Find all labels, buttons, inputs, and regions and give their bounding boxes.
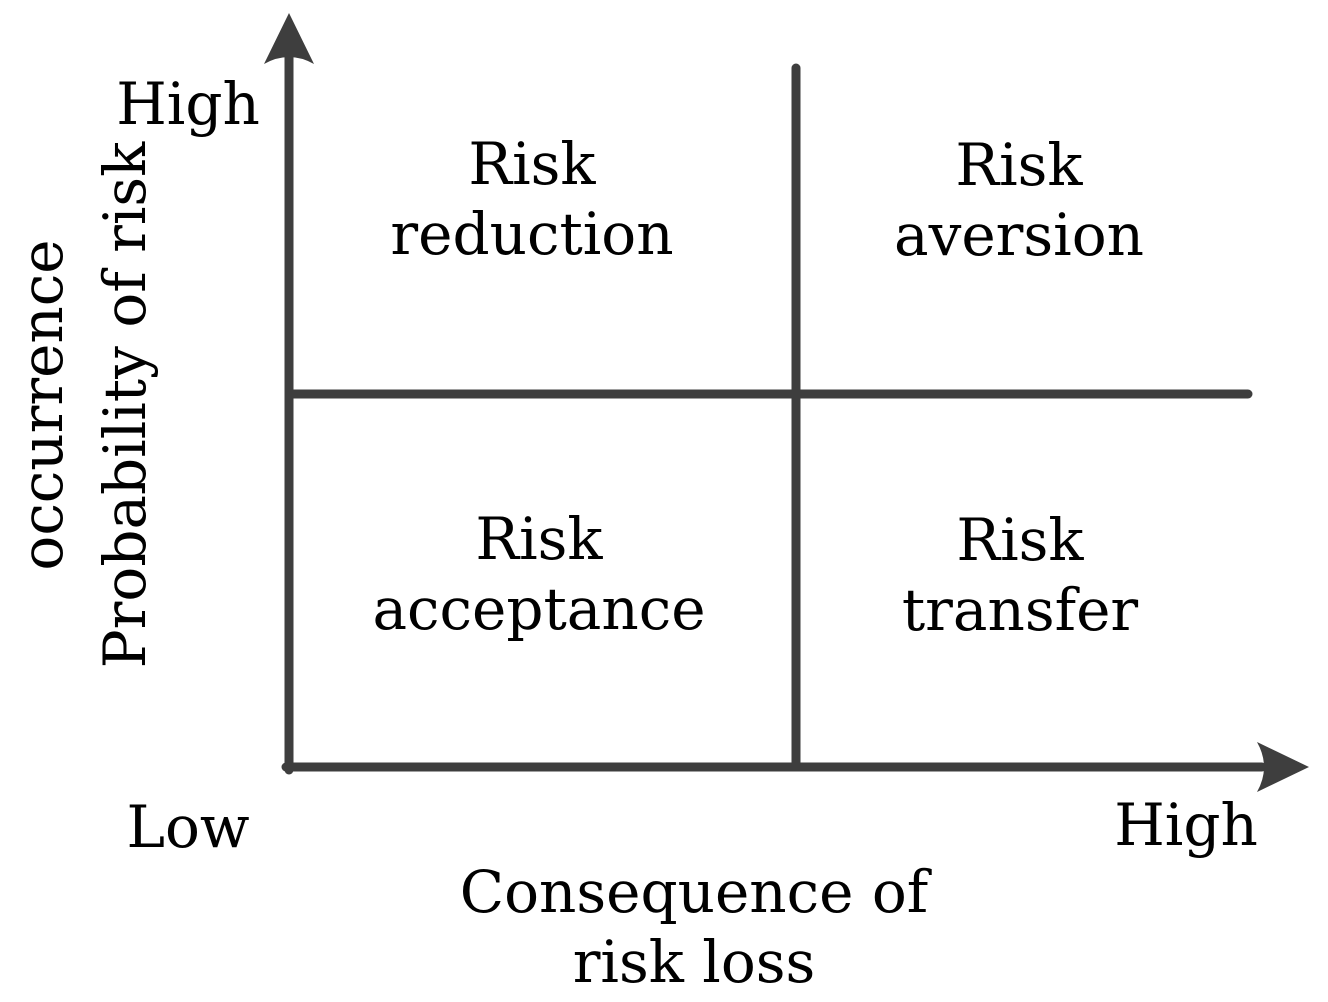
y-axis-arrowhead [264,13,314,64]
x-axis-title-line2: risk loss [572,928,816,996]
quadrant-bottom-left-line1: Risk [475,505,603,573]
y-axis-high-label: High [116,70,260,138]
quadrant-top-left-line2: reduction [390,200,674,268]
y-axis-title-line2: occurrence [8,239,76,571]
quadrant-top-right-line2: aversion [894,201,1144,269]
quadrant-top-left-label: Risk reduction [282,129,782,269]
quadrant-top-right-line1: Risk [955,131,1083,199]
y-axis-title-line1: Probability of risk [91,141,159,669]
x-axis-low-label: Low [126,793,250,861]
quadrant-bottom-right-line1: Risk [956,506,1084,574]
x-axis-title: Consequence of risk loss [444,857,944,997]
quadrant-bottom-right-line2: transfer [901,576,1139,644]
quadrant-bottom-left-line2: acceptance [372,575,706,643]
quadrant-bottom-right-label: Risk transfer [770,505,1270,645]
quadrant-top-left-line1: Risk [468,130,596,198]
x-axis-title-line1: Consequence of [459,858,929,926]
quadrant-top-right-label: Risk aversion [769,130,1269,270]
x-axis-high-label: High [1114,791,1258,859]
quadrant-bottom-left-label: Risk acceptance [289,504,789,644]
x-axis-arrowhead [1257,742,1309,792]
